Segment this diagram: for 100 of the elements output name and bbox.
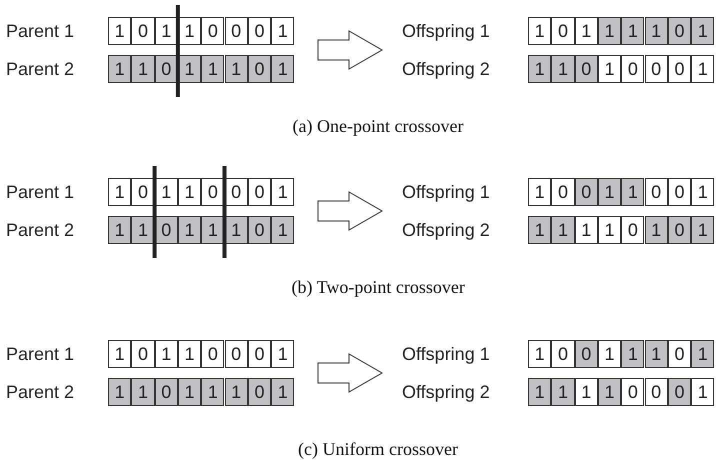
bit: 1	[598, 216, 622, 244]
bit: 1	[178, 216, 202, 244]
bit: 0	[574, 340, 598, 368]
bit: 1	[528, 55, 552, 83]
bit: 0	[224, 17, 248, 45]
chromosome-label: Offspring 2	[402, 381, 490, 404]
bit: 0	[668, 17, 692, 45]
bit: 0	[668, 55, 692, 83]
chromosome-label: Parent 2	[6, 381, 74, 404]
bit: 1	[621, 178, 644, 206]
bit: 0	[574, 55, 598, 83]
caption: (b) Two-point crossover	[292, 277, 465, 298]
bit: 1	[691, 216, 714, 244]
bit: 1	[551, 378, 575, 406]
bit: 0	[248, 378, 272, 406]
bit: 0	[224, 178, 248, 206]
bit: 1	[108, 178, 132, 206]
bit: 0	[644, 178, 668, 206]
bit: 0	[201, 178, 224, 206]
bit: 0	[248, 216, 272, 244]
chromosome-label: Offspring 1	[402, 20, 490, 43]
bit: 1	[108, 216, 132, 244]
bit: 1	[224, 378, 248, 406]
bit: 1	[178, 178, 202, 206]
chromosome-label: Offspring 1	[402, 343, 490, 366]
bit: 1	[598, 340, 622, 368]
bit: 1	[528, 216, 552, 244]
chromosome-label: Offspring 1	[402, 181, 490, 204]
bit: 1	[201, 55, 224, 83]
bit: 0	[248, 340, 272, 368]
bit: 0	[574, 178, 598, 206]
bit: 0	[201, 17, 224, 45]
bit: 1	[108, 340, 132, 368]
caption: (a) One-point crossover	[292, 116, 464, 137]
bit: 1	[644, 216, 668, 244]
bit: 1	[621, 17, 644, 45]
chromosome-label: Offspring 2	[402, 219, 490, 242]
bit: 1	[691, 378, 714, 406]
bit: 0	[551, 340, 575, 368]
bit: 0	[248, 178, 272, 206]
bit: 1	[271, 216, 294, 244]
bit: 0	[154, 378, 178, 406]
bit: 0	[621, 55, 644, 83]
bit: 1	[691, 178, 714, 206]
bit: 1	[271, 55, 294, 83]
bit: 1	[271, 340, 294, 368]
chromosome-label: Parent 2	[6, 58, 74, 81]
chromosome-label: Offspring 2	[402, 58, 490, 81]
bit: 1	[154, 178, 178, 206]
bit: 0	[248, 55, 272, 83]
bit: 0	[668, 340, 692, 368]
bit: 1	[108, 55, 132, 83]
bit: 0	[644, 55, 668, 83]
bit: 1	[691, 340, 714, 368]
bit: 1	[528, 340, 552, 368]
bit: 1	[154, 340, 178, 368]
chromosome-label: Parent 1	[6, 181, 74, 204]
bit: 0	[551, 178, 575, 206]
bit: 1	[528, 178, 552, 206]
caption: (c) Uniform crossover	[298, 439, 458, 460]
bit: 0	[224, 340, 248, 368]
bit: 1	[644, 17, 668, 45]
bit: 0	[621, 378, 644, 406]
bit: 1	[201, 378, 224, 406]
bit: 0	[621, 216, 644, 244]
bit: 1	[691, 17, 714, 45]
bit: 1	[551, 55, 575, 83]
bit: 1	[598, 55, 622, 83]
bit: 1	[621, 340, 644, 368]
bit: 1	[598, 378, 622, 406]
bit: 0	[131, 17, 155, 45]
bit: 1	[178, 340, 202, 368]
bit: 1	[131, 55, 155, 83]
bit: 1	[528, 17, 552, 45]
bit: 0	[131, 178, 155, 206]
bit: 1	[224, 216, 248, 244]
bit: 1	[574, 17, 598, 45]
bit: 0	[154, 55, 178, 83]
bit: 0	[248, 17, 272, 45]
bit: 0	[131, 340, 155, 368]
bit: 1	[108, 378, 132, 406]
bit: 1	[131, 216, 155, 244]
bit: 1	[598, 178, 622, 206]
bit: 1	[108, 17, 132, 45]
bit: 0	[644, 378, 668, 406]
bit: 0	[551, 17, 575, 45]
bit: 1	[131, 378, 155, 406]
bit: 1	[574, 378, 598, 406]
bit: 0	[668, 178, 692, 206]
bit: 1	[271, 378, 294, 406]
bit: 1	[528, 378, 552, 406]
bit: 0	[154, 216, 178, 244]
chromosome-label: Parent 2	[6, 219, 74, 242]
bit: 1	[271, 178, 294, 206]
bit: 1	[598, 17, 622, 45]
bit: 1	[178, 378, 202, 406]
bit: 1	[201, 216, 224, 244]
bit: 1	[644, 340, 668, 368]
chromosome-label: Parent 1	[6, 343, 74, 366]
bit: 1	[574, 216, 598, 244]
